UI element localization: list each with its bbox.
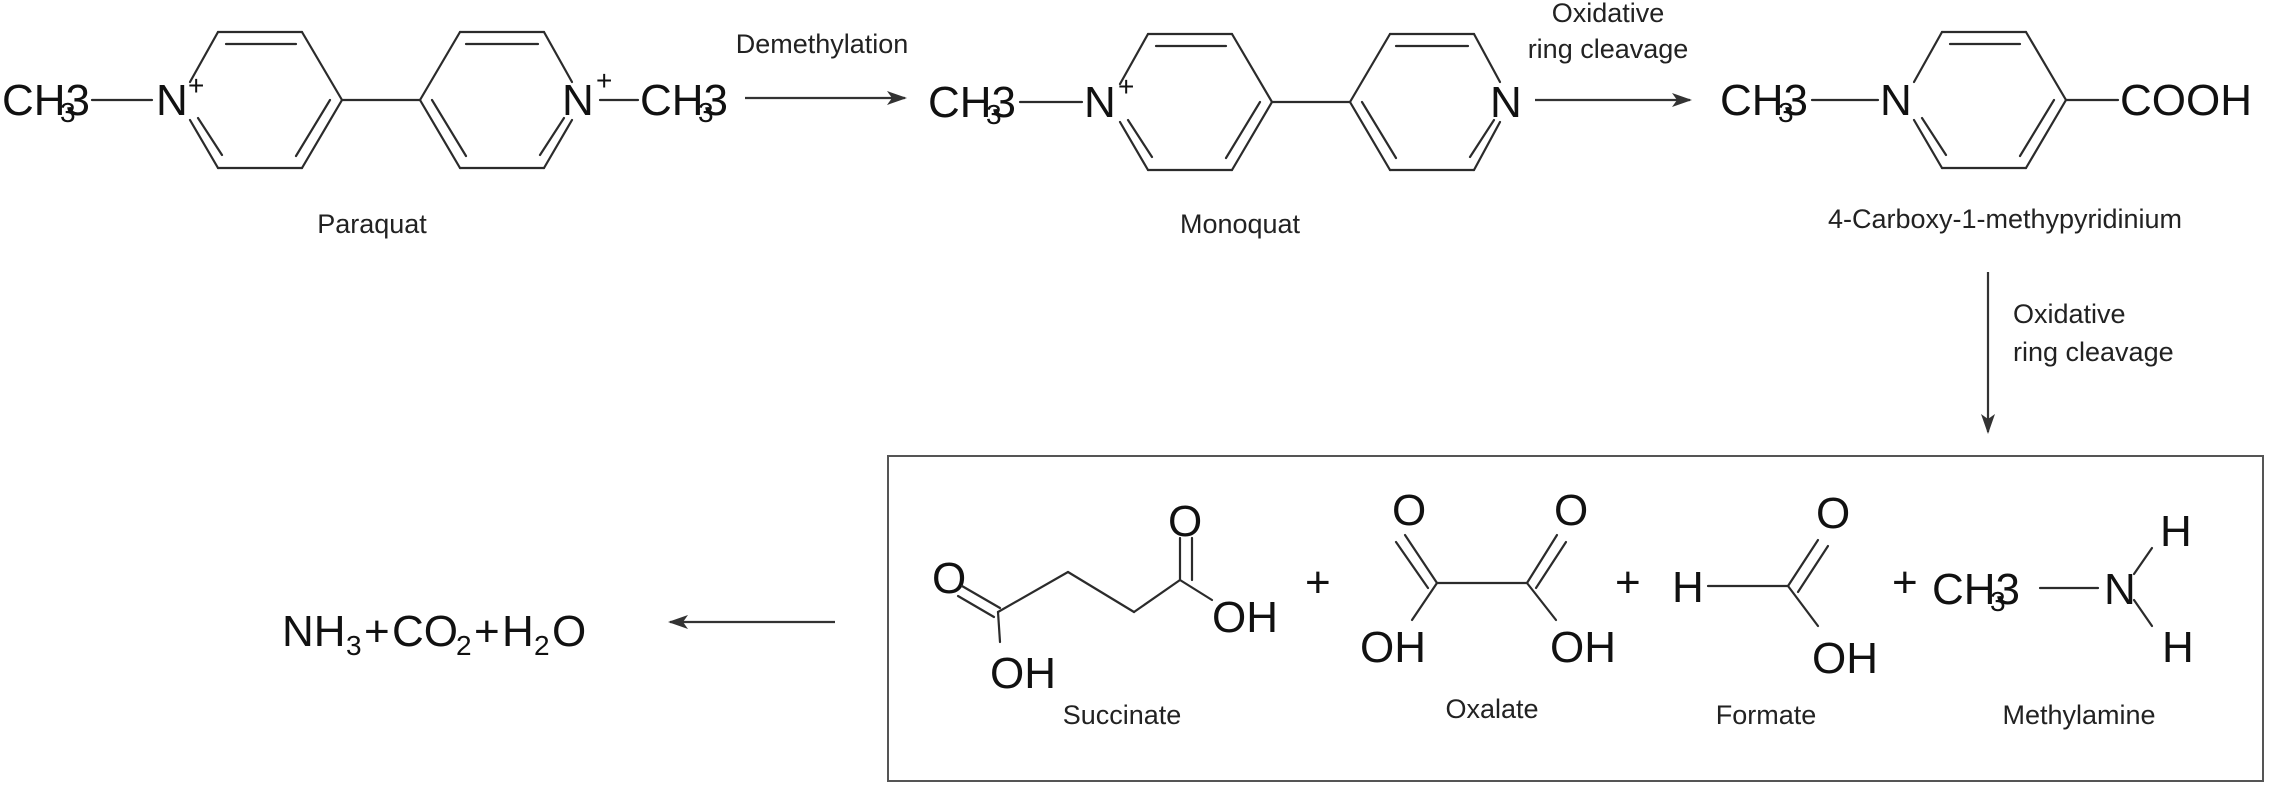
methylamine-n: N [2104,565,2136,614]
paraquat-n-left: N [156,76,188,125]
carboxy-methylpyridinium-structure: CH3 3 N COOH 4-Carboxy-1-methypyridinium [1720,30,2252,234]
final-h: H [502,607,534,656]
succinate-o1: O [932,554,966,603]
carboxy-ch3: CH3 [1720,76,1808,125]
monoquat-n-neutral: N [1490,78,1522,127]
formate-o: O [1816,489,1850,538]
oxidative-cleavage-step-2: Oxidative ring cleavage [1981,272,2174,434]
paraquat-charge-left: + [188,70,204,101]
final-plus-2: + [474,607,500,656]
carboxy-cooh: COOH [2120,76,2252,125]
final-co: CO [392,607,458,656]
formate-h: H [1672,563,1704,612]
step-demethylation-label: Demethylation [736,29,909,59]
svg-text:3: 3 [1990,586,2006,617]
methylamine-h1: H [2160,507,2192,556]
plus-sign-1: + [1305,558,1331,607]
svg-text:3: 3 [698,97,714,128]
monoquat-label: Monoquat [1180,209,1301,239]
svg-text:3: 3 [986,99,1002,130]
products-box [887,455,2264,782]
final-o: O [552,607,586,656]
succinate-label: Succinate [1063,700,1182,730]
formate-label: Formate [1716,700,1817,730]
step2-label-line1: Oxidative [1552,0,1665,28]
demethylation-step: Demethylation [736,29,909,105]
step3-label-line2: ring cleavage [2013,337,2174,367]
svg-text:3: 3 [60,97,76,128]
paraquat-charge-right: + [596,65,612,96]
oxalate-structure: O OH O OH Oxalate [1360,486,1616,724]
paraquat-structure: CH3 3 N + N + CH3 3 Paraquat [2,30,728,239]
final-sub3: 3 [346,630,362,661]
succinate-o2: O [1168,497,1202,546]
carboxy-n: N [1880,76,1912,125]
methylamine-h2: H [2162,623,2194,672]
svg-text:3: 3 [1778,97,1794,128]
plus-sign-3: + [1892,558,1918,607]
oxalate-oh2: OH [1550,623,1616,672]
methylamine-structure: CH3 3 N H H Methylamine [1932,507,2194,730]
final-plus-1: + [364,607,390,656]
final-products: NH 3 + CO 2 + H 2 O [282,607,586,661]
methylamine-ch3: CH3 [1932,565,2020,614]
paraquat-n-right: N [562,76,594,125]
step3-label-line1: Oxidative [2013,299,2126,329]
monoquat-ch3: CH3 [928,78,1016,127]
succinate-oh1: OH [990,649,1056,698]
formate-oh: OH [1812,634,1878,683]
oxalate-o1: O [1392,486,1426,535]
monoquat-structure: CH3 3 N + N Monoquat [928,32,1522,239]
succinate-structure: O OH O OH Succinate [932,497,1278,730]
paraquat-left-ch3: CH3 [2,76,90,125]
succinate-oh2: OH [1212,593,1278,642]
oxalate-label: Oxalate [1445,694,1538,724]
carboxy-label: 4-Carboxy-1-methypyridinium [1828,204,2182,234]
final-sub2b: 2 [534,630,550,661]
plus-sign-2: + [1615,558,1641,607]
oxalate-o2: O [1554,486,1588,535]
methylamine-label: Methylamine [2002,700,2155,730]
oxidative-cleavage-step-1: Oxidative ring cleavage [1528,0,1692,107]
oxalate-oh1: OH [1360,623,1426,672]
monoquat-charge: + [1118,71,1134,102]
paraquat-label: Paraquat [317,209,427,239]
monoquat-n-charged: N [1084,78,1116,127]
paraquat-right-ch3: CH3 [640,76,728,125]
formate-structure: H O OH Formate [1672,489,1878,730]
final-nh: NH [282,607,346,656]
final-sub2a: 2 [456,630,472,661]
step2-label-line2: ring cleavage [1528,34,1689,64]
